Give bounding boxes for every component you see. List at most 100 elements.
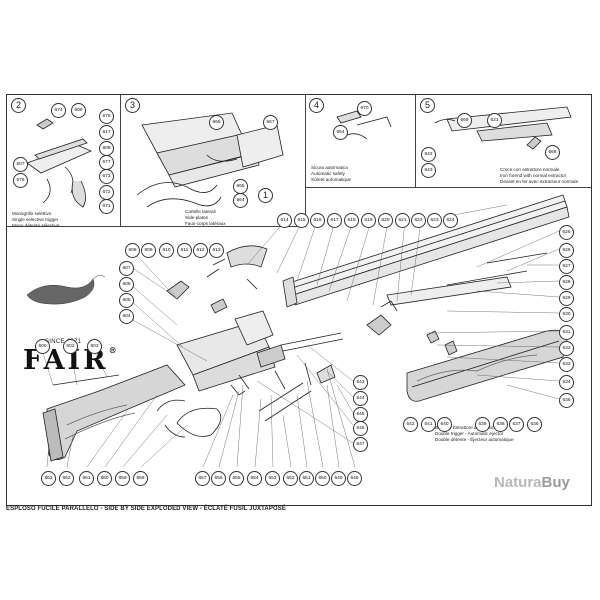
panel-5 [415, 95, 591, 188]
part-number-653: 653 [265, 471, 280, 486]
gun-drawing [26, 106, 572, 468]
part-number-676: 676 [13, 173, 28, 188]
part-number-644: 644 [353, 391, 368, 406]
part-number-666: 666 [209, 115, 224, 130]
part-number-634: 634 [559, 375, 574, 390]
panel-3 [120, 95, 306, 227]
part-number-611: 611 [177, 243, 192, 258]
part-number-602: 602 [63, 339, 78, 354]
part-number-650: 650 [315, 471, 330, 486]
part-number-626: 626 [559, 243, 574, 258]
part-number-636: 636 [527, 417, 542, 432]
part-number-631: 631 [559, 325, 574, 340]
part-number-635: 635 [559, 393, 574, 408]
part-number-656: 656 [211, 471, 226, 486]
part-number-627: 627 [559, 259, 574, 274]
part-number-617: 617 [327, 213, 342, 228]
panel-2 [7, 95, 121, 227]
part-number-640: 640 [437, 417, 452, 432]
part-number-600: 600 [35, 339, 50, 354]
part-number-649: 649 [331, 471, 346, 486]
part-number-633: 633 [559, 357, 574, 372]
figure-title: ESPLOSO FUCILE PARALLELO - SIDE BY SIDE … [6, 506, 286, 512]
part-number-639: 639 [475, 417, 490, 432]
watermark-part-1: Natura [494, 474, 542, 491]
part-number-664: 664 [233, 193, 248, 208]
part-number-609: 609 [71, 103, 86, 118]
part-number-622: 622 [411, 213, 426, 228]
part-number-620: 620 [378, 213, 393, 228]
part-number-654: 654 [247, 471, 262, 486]
panel-1-number: 1 [258, 188, 273, 203]
watermark-part-2: Buy [541, 474, 570, 491]
part-number-604: 604 [119, 309, 134, 324]
part-number-609: 609 [141, 243, 156, 258]
part-number-652: 652 [283, 471, 298, 486]
part-number-646: 646 [353, 421, 368, 436]
part-number-638: 638 [493, 417, 508, 432]
part-number-608: 608 [125, 243, 140, 258]
panel-4-number: 4 [309, 98, 324, 113]
part-number-612: 612 [193, 243, 208, 258]
part-number-658: 658 [133, 471, 148, 486]
watermark: NaturaBuy [494, 474, 570, 491]
part-number-603: 603 [87, 339, 102, 354]
part-number-608: 608 [99, 141, 114, 156]
part-number-651: 651 [299, 471, 314, 486]
part-number-641: 641 [421, 417, 436, 432]
part-number-606: 606 [119, 277, 134, 292]
part-number-654: 654 [333, 125, 348, 140]
part-number-657: 657 [195, 471, 210, 486]
part-number-618: 618 [344, 213, 359, 228]
panel-2-number: 2 [11, 98, 26, 113]
logo-registered: ® [108, 345, 120, 355]
part-number-675: 675 [99, 109, 114, 124]
part-number-615: 615 [294, 213, 309, 228]
part-number-668: 668 [545, 145, 560, 160]
part-number-671: 671 [99, 199, 114, 214]
part-number-667: 667 [263, 115, 278, 130]
part-number-643: 643 [421, 163, 436, 178]
part-number-613: 613 [209, 243, 224, 258]
part-number-674: 674 [51, 103, 66, 118]
part-number-665: 665 [233, 179, 248, 194]
part-number-670: 670 [357, 101, 372, 116]
part-number-621: 621 [487, 113, 502, 128]
part-number-648: 648 [347, 471, 362, 486]
part-number-610: 610 [159, 243, 174, 258]
part-number-863: 863 [41, 471, 56, 486]
part-number-619: 619 [361, 213, 376, 228]
part-number-677: 677 [99, 155, 114, 170]
part-number-655: 655 [229, 471, 244, 486]
part-number-642: 642 [403, 417, 418, 432]
part-number-629: 629 [559, 291, 574, 306]
part-number-637: 637 [509, 417, 524, 432]
part-number-673: 673 [99, 169, 114, 184]
panel-4 [305, 95, 416, 188]
part-number-647: 647 [353, 437, 368, 452]
part-number-669: 669 [457, 113, 472, 128]
part-number-859: 859 [115, 471, 130, 486]
part-number-643: 643 [353, 375, 368, 390]
part-number-630: 630 [559, 307, 574, 322]
part-number-645: 645 [353, 407, 368, 422]
part-number-862: 862 [59, 471, 74, 486]
part-number-607: 607 [13, 157, 28, 172]
part-number-632: 632 [559, 341, 574, 356]
part-number-623: 623 [427, 213, 442, 228]
part-number-672: 672 [99, 185, 114, 200]
part-number-628: 628 [559, 275, 574, 290]
part-number-614: 614 [277, 213, 292, 228]
part-number-625: 625 [559, 225, 574, 240]
part-number-860: 860 [97, 471, 112, 486]
part-number-624: 624 [443, 213, 458, 228]
panel-5-number: 5 [420, 98, 435, 113]
part-number-621: 621 [395, 213, 410, 228]
